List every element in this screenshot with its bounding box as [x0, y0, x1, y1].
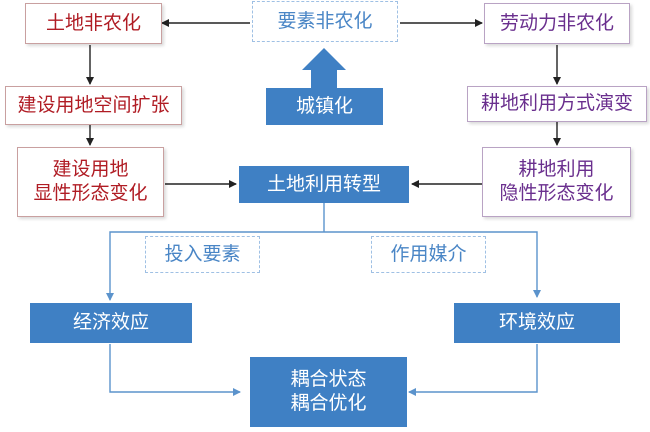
node-coupling: 耦合状态 耦合优化	[250, 357, 407, 427]
node-urbanization: 城镇化	[266, 88, 383, 125]
node-economic-effect-label: 经济效应	[72, 311, 149, 334]
node-construction-expansion-label: 建设用地空间扩张	[17, 93, 170, 116]
node-construction-dominant-line1: 建设用地	[52, 158, 129, 181]
node-cultivated-recessive-line2: 隐性形态变化	[499, 182, 614, 204]
label-mediating-text: 作用媒介	[390, 242, 467, 265]
node-economic-effect: 经济效应	[30, 303, 192, 343]
arrow-urbanization-up	[302, 48, 346, 88]
arrow-economic-to-coupling	[109, 344, 241, 396]
node-coupling-line2: 耦合优化	[290, 392, 367, 414]
node-environmental-effect: 环境效应	[454, 303, 620, 343]
node-land-use-transition: 土地利用转型	[239, 166, 409, 203]
node-labor-nonagri-label: 劳动力非农化	[499, 11, 614, 34]
node-cultivated-recessive-line1: 耕地利用	[518, 158, 595, 181]
node-construction-dominant: 建设用地 显性形态变化	[17, 147, 164, 217]
node-coupling-line1: 耦合状态	[290, 368, 367, 391]
node-cultivated-recessive: 耕地利用 隐性形态变化	[482, 147, 631, 217]
arrow-environmental-to-coupling	[408, 344, 538, 396]
label-mediating: 作用媒介	[371, 236, 486, 273]
node-labor-nonagri: 劳动力非农化	[484, 3, 630, 44]
node-cultivated-mode-change-label: 耕地利用方式演变	[480, 92, 633, 115]
node-factor-nonagri: 要素非农化	[252, 1, 398, 42]
node-construction-dominant-line2: 显性形态变化	[33, 182, 148, 204]
node-land-nonagri: 土地非农化	[25, 3, 162, 44]
node-land-use-transition-label: 土地利用转型	[266, 172, 381, 195]
node-factor-nonagri-label: 要素非农化	[277, 9, 373, 32]
node-construction-expansion: 建设用地空间扩张	[5, 86, 182, 125]
label-input-factors: 投入要素	[145, 236, 260, 273]
node-environmental-effect-label: 环境效应	[498, 311, 575, 334]
node-cultivated-mode-change: 耕地利用方式演变	[467, 86, 647, 122]
label-input-factors-text: 投入要素	[164, 242, 241, 265]
node-land-nonagri-label: 土地非农化	[45, 11, 141, 34]
node-urbanization-label: 城镇化	[295, 94, 353, 117]
